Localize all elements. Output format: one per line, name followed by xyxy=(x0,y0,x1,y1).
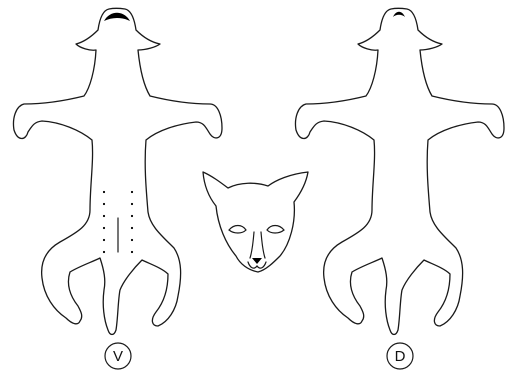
nipple-dot xyxy=(103,203,105,205)
ventral-pelt-outline xyxy=(13,8,222,334)
head-skin-outline xyxy=(203,172,308,272)
nipple-dot xyxy=(103,227,105,229)
nipple-dot xyxy=(103,215,105,217)
nipple-dot xyxy=(103,191,105,193)
ventral-view-label: V xyxy=(113,348,123,365)
ventral-pelt-view: V xyxy=(13,8,222,369)
nipple-dot xyxy=(131,191,133,193)
dorsal-view-label: D xyxy=(395,348,406,365)
dorsal-pelt-view: D xyxy=(295,8,504,369)
nipple-dot xyxy=(103,251,105,253)
nipple-dot xyxy=(103,239,105,241)
nipple-dot xyxy=(131,227,133,229)
dorsal-pelt-outline xyxy=(295,8,504,334)
nipple-dot xyxy=(131,251,133,253)
head-skin-view xyxy=(203,172,308,272)
nipple-dot xyxy=(131,239,133,241)
nipple-dot xyxy=(131,215,133,217)
nipple-dot xyxy=(131,203,133,205)
